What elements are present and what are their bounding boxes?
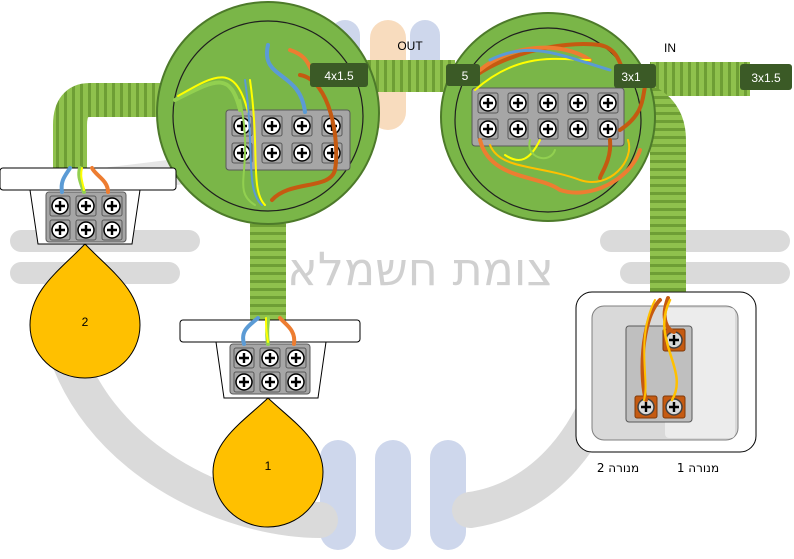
switch-label-lamp-1: מנורה 1 — [677, 461, 719, 475]
watermark-stripe-3 — [600, 230, 790, 252]
cable-tag-right-right-text: 3x1 — [621, 70, 641, 84]
junction-box-left: 4x1.5 — [156, 1, 380, 225]
conduits — [53, 60, 750, 325]
lamp-2: 2 — [0, 166, 177, 379]
cable-tag-feed — [740, 64, 792, 90]
lamp-2-number: 2 — [82, 315, 89, 329]
terminal-block-left — [225, 109, 351, 171]
switch-wires — [640, 296, 678, 402]
cable-tag-left — [310, 63, 368, 87]
cable-tag-feed-text: 3x1.5 — [751, 71, 781, 85]
cable-tag-right-left — [446, 64, 480, 86]
watermark-stripe-4 — [620, 262, 790, 284]
watermark-text: צומת חשמלאים — [246, 242, 554, 296]
lamp-2-wires — [59, 166, 110, 194]
lamp-2-bulb — [29, 243, 141, 379]
lamp-2-base-plate — [0, 167, 177, 191]
conduit-left-to-lamp2 — [53, 83, 165, 175]
lamp-1-base-plate — [179, 319, 361, 343]
conduit-between-boxes — [365, 60, 455, 92]
cable-tag-left-text: 4x1.5 — [324, 69, 354, 83]
junction-box-right: 5 3x1 — [440, 12, 656, 222]
conduit-feed — [650, 62, 750, 96]
watermark-bar-blue-5 — [430, 440, 466, 550]
switch-label-lamp-2: מנורה 2 — [597, 461, 639, 475]
double-switch: מנורה 2 מנורה 1 — [575, 291, 757, 475]
cable-tag-right-right — [614, 64, 656, 88]
conduit-left-to-lamp1 — [250, 215, 286, 325]
lamp-1-bulb — [212, 397, 324, 528]
label-out: OUT — [397, 39, 423, 53]
switch-screw-bottom-right — [661, 394, 687, 420]
cable-tag-right-left-text: 5 — [462, 69, 469, 83]
label-in: IN — [664, 41, 676, 55]
lamp-1-number: 1 — [265, 459, 272, 473]
watermark-bar-blue-4 — [375, 440, 411, 550]
wires-left-box — [173, 43, 339, 206]
lamp-1: 1 — [179, 316, 361, 528]
lamp-1-wires — [241, 316, 297, 346]
